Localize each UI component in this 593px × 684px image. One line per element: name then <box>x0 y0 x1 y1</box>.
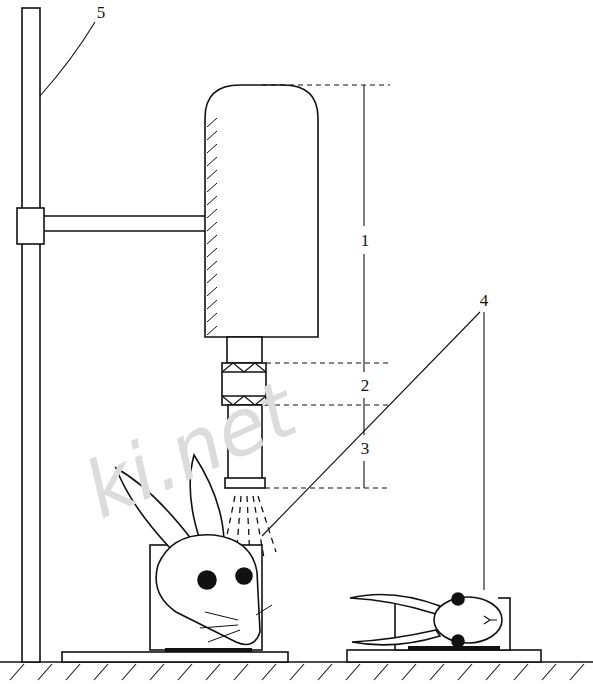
arm <box>44 230 205 232</box>
hatch-stroke <box>318 664 332 680</box>
hatch-stroke <box>207 183 217 192</box>
callout-number: 5 <box>97 4 106 21</box>
callout-number: 1 <box>361 232 370 249</box>
pole-collar <box>17 208 44 244</box>
hatch-stroke <box>290 664 304 680</box>
hatch-stroke <box>207 300 217 309</box>
callout-number: 3 <box>361 440 370 457</box>
hatch-stroke <box>207 326 217 335</box>
hatch-stroke <box>402 664 416 680</box>
tube-tip <box>225 478 265 488</box>
support-pole <box>22 8 40 662</box>
hatch-stroke <box>542 664 556 680</box>
rabbit-head <box>434 597 502 643</box>
hatch-stroke <box>570 664 584 680</box>
rabbit-ear <box>350 594 440 614</box>
hatch-stroke <box>122 664 136 680</box>
base-plate <box>62 652 288 662</box>
callout-number: 2 <box>361 377 370 394</box>
hatch-stroke <box>207 248 217 257</box>
hatch-stroke <box>150 664 164 680</box>
hatch-stroke <box>207 235 217 244</box>
hatch-stroke <box>430 664 444 680</box>
spray-cylinder <box>205 85 318 337</box>
hatch-stroke <box>207 170 217 179</box>
hatch-stroke <box>207 196 217 205</box>
hatch-stroke <box>458 664 472 680</box>
hatch-stroke <box>207 157 217 166</box>
hatch-stroke <box>94 664 108 680</box>
hatch-stroke <box>207 118 217 127</box>
hatch-stroke <box>346 664 360 680</box>
hatch-stroke <box>486 664 500 680</box>
hatch-stroke <box>374 664 388 680</box>
hatch-stroke <box>206 664 220 680</box>
hatch-stroke <box>207 222 217 231</box>
hatch-stroke <box>262 664 276 680</box>
hatch-stroke <box>207 209 217 218</box>
base-plate <box>347 650 541 662</box>
leader-line <box>483 312 484 590</box>
hatch-stroke <box>514 664 528 680</box>
rabbit-ear <box>352 630 440 645</box>
ground-hatch <box>10 664 584 680</box>
arm <box>44 215 205 217</box>
hatch-stroke <box>207 261 217 270</box>
neck <box>227 337 262 363</box>
leader-line <box>40 22 95 96</box>
watermark: ki.net <box>74 370 306 531</box>
hatch-stroke <box>38 664 52 680</box>
hatch-stroke <box>207 144 217 153</box>
hatch-stroke <box>234 664 248 680</box>
hatch-stroke <box>207 287 217 296</box>
cylinder-hatch <box>207 118 217 335</box>
hatch-stroke <box>207 131 217 140</box>
hatch-stroke <box>66 664 80 680</box>
hatch-stroke <box>10 664 24 680</box>
callout-number: 4 <box>480 292 489 309</box>
hatch-stroke <box>207 274 217 283</box>
hatch-stroke <box>207 313 217 322</box>
hatch-stroke <box>178 664 192 680</box>
rabbit-head <box>156 535 260 645</box>
